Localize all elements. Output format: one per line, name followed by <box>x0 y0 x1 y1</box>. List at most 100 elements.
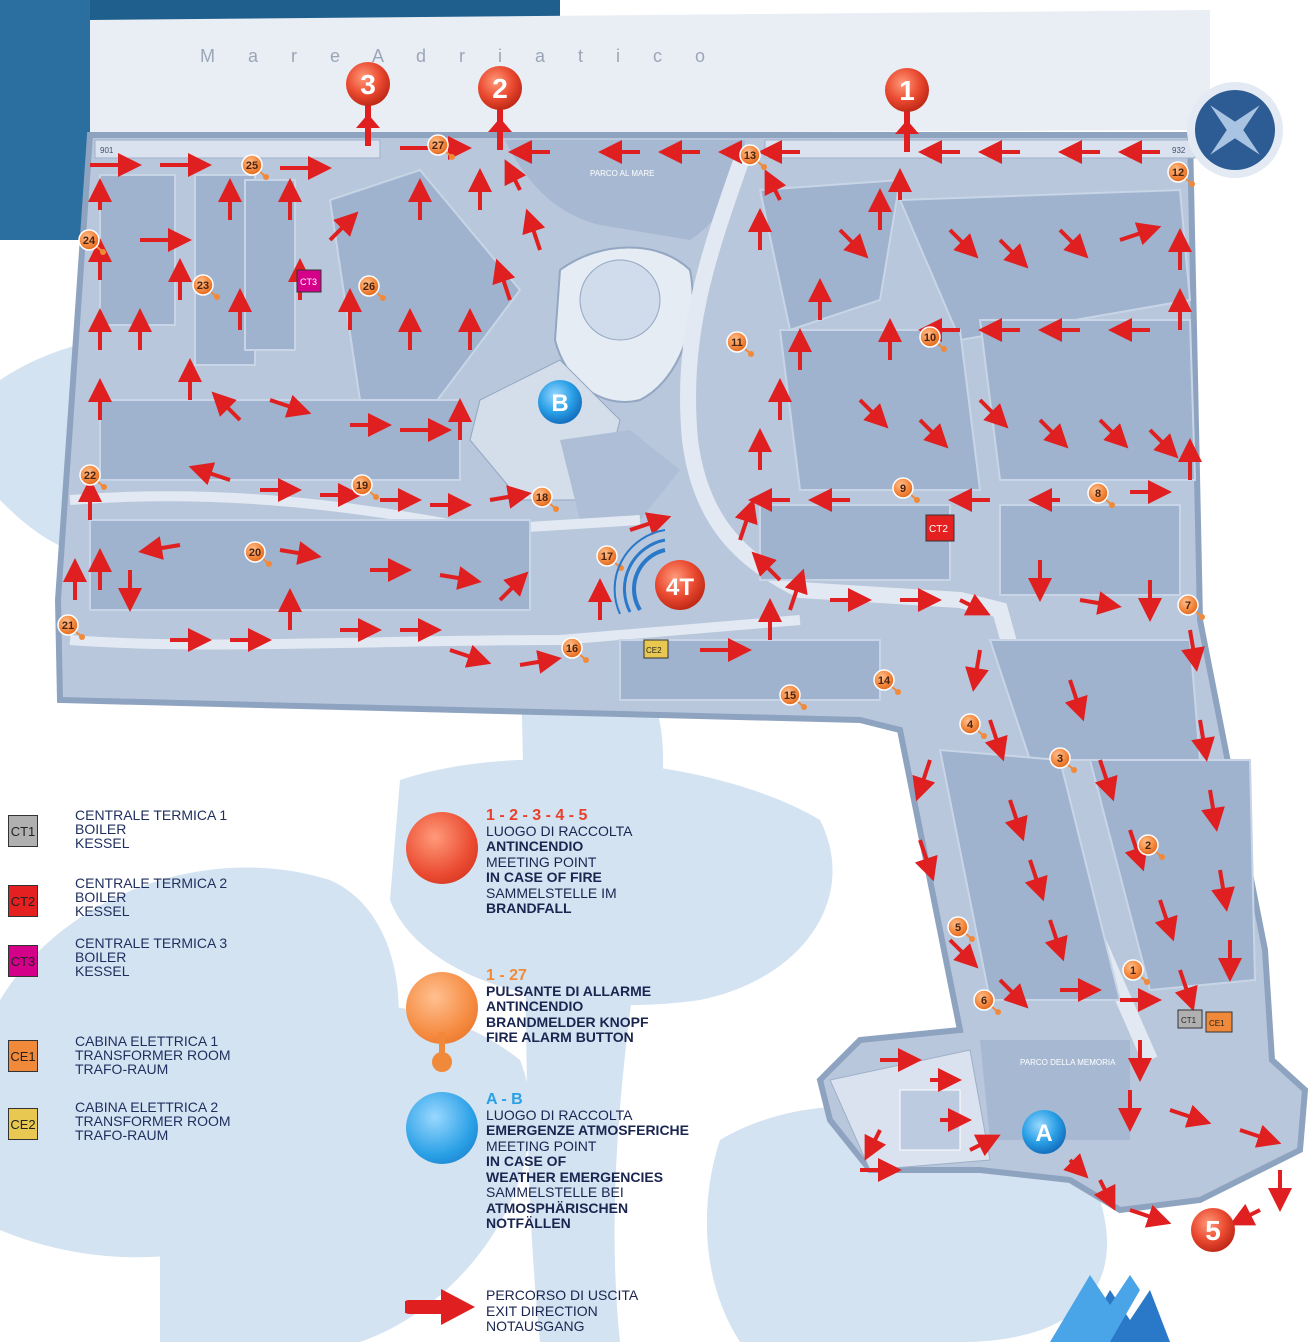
exit-arrow <box>978 398 1009 429</box>
exit-arrow <box>1024 859 1048 902</box>
exit-arrow <box>751 551 782 582</box>
svg-text:10: 10 <box>924 332 936 344</box>
legend-weather-l3: MEETING POINT <box>486 1137 597 1154</box>
exit-arrow <box>1063 1153 1089 1179</box>
svg-text:20: 20 <box>249 547 261 559</box>
exit-arrow <box>1119 222 1162 246</box>
svg-text:12: 12 <box>1172 167 1184 179</box>
logo <box>1050 1275 1170 1342</box>
svg-text:5: 5 <box>955 922 961 934</box>
facility-ct3: CT3 <box>296 269 322 293</box>
weather-point-a: A <box>1022 1110 1066 1154</box>
legend-weather-icon <box>406 1092 478 1164</box>
weather-point-b: B <box>538 380 582 424</box>
alarm-button-23: 23 <box>192 274 220 300</box>
exit-arrow <box>948 228 979 259</box>
fire-point-2: 2 <box>478 66 522 150</box>
svg-text:CT3: CT3 <box>300 277 317 287</box>
facility-ct1: CT1 <box>1177 1009 1203 1029</box>
exit-arrow <box>1129 1204 1172 1228</box>
alarm-button-1: 1 <box>1122 959 1150 985</box>
internal-path-south <box>69 615 801 650</box>
svg-text:2: 2 <box>1145 840 1151 852</box>
alarm-button-7: 7 <box>1177 594 1205 620</box>
exit-arrow <box>1058 228 1089 259</box>
legend-weather-l2: EMERGENZE ATMOSFERICHE <box>486 1122 690 1138</box>
exit-arrow <box>1211 869 1235 912</box>
legend-ce1-swatch: CE1 <box>8 1040 38 1072</box>
alarm-button-22: 22 <box>79 464 107 490</box>
alarm-button-3: 3 <box>1049 747 1077 773</box>
exit-arrow <box>188 462 231 486</box>
legend-fire-text: 1 - 2 - 3 - 4 - 5 LUOGO DI RACCOLTA ANTI… <box>486 808 633 917</box>
exit-arrow <box>734 498 758 541</box>
legend-ce1-text: CABINA ELETTRICA 1 TRANSFORMER ROOM TRAF… <box>75 1034 231 1076</box>
svg-text:11: 11 <box>731 337 743 349</box>
parco-della-memoria-label: PARCO DELLA MEMORIA <box>1020 1058 1116 1067</box>
svg-text:27: 27 <box>432 140 444 152</box>
alarm-button-21: 21 <box>57 614 85 640</box>
exit-arrow <box>784 568 808 611</box>
exit-arrow <box>838 228 869 259</box>
legend-ce2-line3: TRAFO-RAUM <box>75 1127 169 1143</box>
svg-text:22: 22 <box>84 470 96 482</box>
alarm-button-15: 15 <box>779 684 807 710</box>
legend-ct2-swatch: CT2 <box>8 885 38 917</box>
svg-text:B: B <box>551 390 568 417</box>
facility-ct2: CT2 <box>925 514 955 542</box>
exit-arrow <box>492 258 516 301</box>
alarm-button-19: 19 <box>351 474 379 500</box>
legend-weather-range: A - B <box>486 1091 523 1108</box>
legend-ct3-line1: CENTRALE TERMICA 3 <box>75 935 228 951</box>
exit-arrow <box>1201 789 1225 832</box>
exit-arrow <box>138 536 181 560</box>
exit-arrow <box>1174 969 1198 1012</box>
exit-arrow <box>1098 418 1129 449</box>
alarm-button-25: 25 <box>241 154 269 180</box>
legend-ct2-line2: BOILER <box>75 889 127 905</box>
svg-text:26: 26 <box>363 281 375 293</box>
sea-area: M a r e A d r i a t i c o <box>90 10 1210 135</box>
legend-fire-l3: MEETING POINT <box>486 853 597 870</box>
svg-text:15: 15 <box>784 690 796 702</box>
legend-weather-l8: NOTFÄLLEN <box>486 1215 571 1231</box>
alarm-button-5: 5 <box>947 916 975 942</box>
legend-ce1-line1: CABINA ELETTRICA 1 <box>75 1033 219 1049</box>
legend-exit-l1: PERCORSO DI USCITA <box>486 1287 639 1303</box>
exit-arrow <box>211 391 242 422</box>
alarm-button-11: 11 <box>726 331 754 357</box>
exit-arrow <box>1191 719 1215 762</box>
legend-ct2-line1: CENTRALE TERMICA 2 <box>75 875 228 891</box>
alarm-button-10: 10 <box>919 326 947 352</box>
svg-text:16: 16 <box>566 643 578 655</box>
legend-alarm-l2: ANTINCENDIO <box>486 998 584 1014</box>
legend-fire-l6: BRANDFALL <box>486 900 572 916</box>
legend-ct2-text: CENTRALE TERMICA 2 BOILER KESSEL <box>75 876 227 918</box>
svg-text:3: 3 <box>360 69 376 100</box>
svg-text:A: A <box>1035 1120 1052 1147</box>
exit-arrow <box>858 398 889 429</box>
exit-arrow <box>965 649 989 692</box>
svg-text:21: 21 <box>62 620 74 632</box>
legend-fire-range: 1 - 2 - 3 - 4 - 5 <box>486 807 588 824</box>
svg-text:CT1: CT1 <box>1181 1016 1197 1025</box>
parco-al-mare <box>505 140 745 240</box>
svg-text:CE2: CE2 <box>646 646 662 655</box>
svg-text:18: 18 <box>536 492 548 504</box>
legend-fire-l1: LUOGO DI RACCOLTA <box>486 822 633 839</box>
legend-alarm-l4: FIRE ALARM BUTTON <box>486 1029 634 1045</box>
exit-arrow <box>439 566 482 590</box>
legend-weather-l4: IN CASE OF <box>486 1153 567 1169</box>
exit-arrow <box>1124 829 1148 872</box>
legend-exit-text: PERCORSO DI USCITA EXIT DIRECTION NOTAUS… <box>486 1287 639 1335</box>
exit-arrow <box>1079 591 1122 615</box>
legend-ct2-line3: KESSEL <box>75 903 130 919</box>
legend-ce1-line2: TRANSFORMER ROOM <box>75 1047 231 1063</box>
exit-arrow <box>998 978 1029 1009</box>
parco-al-mare-label: PARCO AL MARE <box>590 169 654 178</box>
exit-arrow <box>1038 418 1069 449</box>
svg-text:23: 23 <box>197 280 209 292</box>
legend-weather-l7: ATMOSPHÄRISCHEN <box>486 1199 629 1216</box>
svg-text:1: 1 <box>899 75 915 106</box>
exit-arrow <box>1044 919 1068 962</box>
